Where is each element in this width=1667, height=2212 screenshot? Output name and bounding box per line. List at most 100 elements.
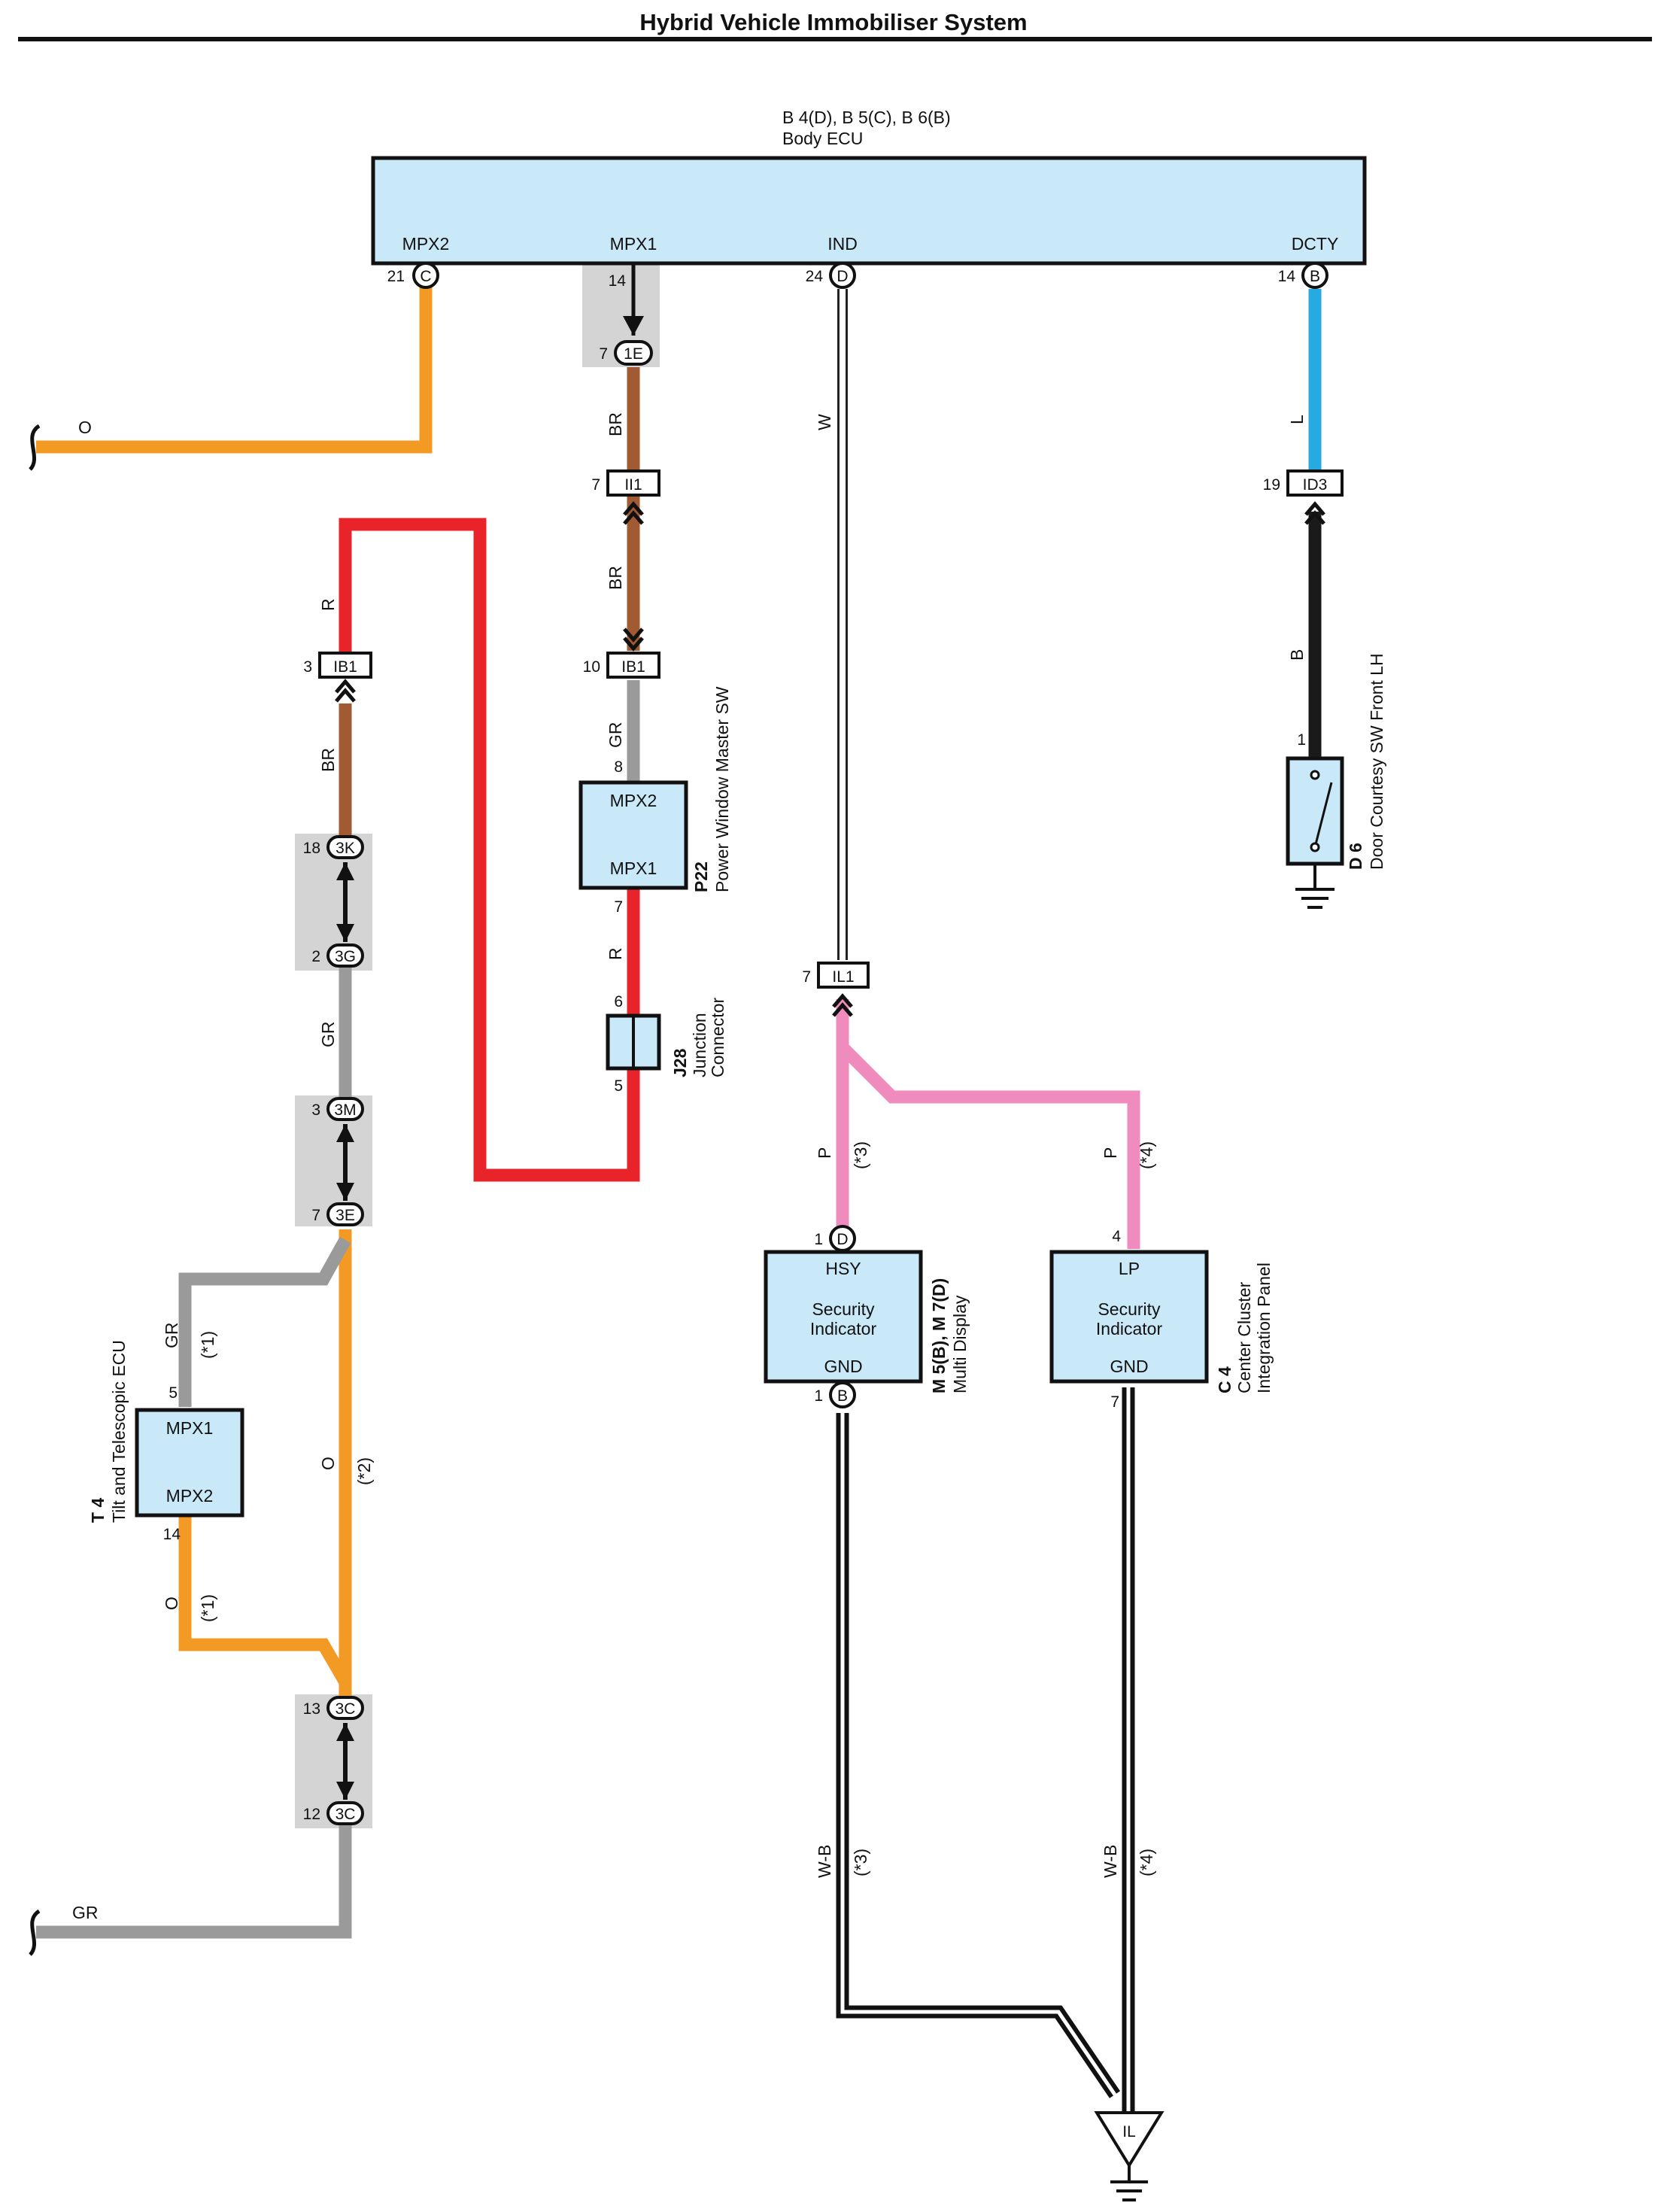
connector-3c-top-pin: 13 [303, 1700, 320, 1718]
wire-label-o-t4-note: (*1) [198, 1594, 217, 1622]
connector-3m-name: 3M [334, 1101, 356, 1119]
wire-label-o-top: O [78, 418, 92, 437]
c4-mid-line1: Security [1098, 1299, 1161, 1319]
wire-label-b: B [1287, 649, 1307, 661]
wire-label-wb-left-note: (*3) [851, 1849, 870, 1876]
d6-switch-blade [1313, 782, 1333, 848]
ecu-pin-ind-conn: D [837, 268, 848, 285]
wire-label-gr-left: GR [318, 1022, 338, 1048]
p22-box [578, 780, 688, 890]
m5-code: M 5(B), M 7(D) [929, 1278, 949, 1393]
id3-chevron-1 [1304, 501, 1325, 516]
connector-3c-top-name: 3C [336, 1700, 356, 1718]
ecu-pin-dcty [1301, 262, 1328, 289]
connector-ii1 [606, 469, 660, 497]
p22-code: P22 [691, 861, 711, 892]
wire-label-l: L [1287, 415, 1307, 424]
ecu-pin-mpx2-num: 21 [387, 268, 405, 285]
ecu-pin-dcty-num: 14 [1278, 268, 1296, 285]
wire-label-o-left-note: (*2) [354, 1457, 374, 1485]
m5-top-pin: 1 [814, 1231, 823, 1248]
ii1-chevron-2 [623, 510, 644, 525]
connector-3c-bot-name: 3C [336, 1806, 356, 1823]
connector-3g [326, 943, 364, 968]
connector-1e [614, 340, 653, 366]
ecu-pin-mpx2-conn: C [420, 268, 431, 285]
m5-bottom-pin-circle [829, 1381, 856, 1408]
c4-box [1049, 1250, 1209, 1384]
3g-arrow-down [336, 924, 354, 942]
j28-name-line2: Connector [708, 998, 727, 1077]
connector-3m [326, 1097, 364, 1121]
wire-gray-bottom [36, 1825, 352, 1939]
connector-ii1-pin: 7 [591, 476, 600, 494]
wire-label-wb-left: W-B [815, 1845, 834, 1878]
body-ecu-mpx1-label: MPX1 [610, 234, 657, 254]
t4-top-label: MPX1 [166, 1418, 214, 1438]
d6-pin: 1 [1297, 731, 1306, 749]
t4-name: Tilt and Telescopic ECU [109, 1340, 129, 1523]
m5-bottom-label: GND [824, 1357, 862, 1376]
connector-3e-pin: 7 [311, 1207, 320, 1224]
wire-orange-t4 [178, 1515, 351, 1686]
connector-il1 [817, 962, 870, 989]
p22-bottom-label: MPX1 [610, 858, 657, 878]
wire-break-bottom [29, 1909, 41, 1956]
wire-wb-left-inner [840, 1413, 1117, 2096]
j28-code: J28 [670, 1048, 690, 1077]
ecu-pin-mpx1-num: 14 [609, 272, 627, 290]
connector-3e [326, 1202, 364, 1226]
3c-arrow-up [336, 1723, 354, 1741]
connector-id3-pin: 19 [1263, 476, 1280, 494]
c4-bottom-label: GND [1110, 1357, 1148, 1376]
c4-name-line2: Integration Panel [1254, 1262, 1274, 1393]
c4-top-pin: 4 [1112, 1228, 1121, 1245]
connector-ii1-name: II1 [624, 476, 642, 494]
j28-name-line1: Junction [690, 1013, 709, 1077]
wire-label-gr-t4-note: (*1) [198, 1331, 217, 1359]
connector-ib1-left [318, 652, 372, 679]
id3-chevron-2 [1304, 510, 1325, 525]
body-ecu-ind-label: IND [827, 234, 858, 254]
j28-top-pin: 6 [614, 993, 623, 1010]
wire-gray-t4 [178, 1236, 351, 1407]
d6-contact-top [1310, 770, 1320, 780]
wire-label-o-left: O [318, 1457, 338, 1470]
body-ecu-name: Body ECU [782, 129, 863, 148]
ib1-left-chevron-2 [335, 688, 356, 703]
wire-wb-left-outer [836, 1413, 1121, 2098]
t4-bottom-label: MPX2 [166, 1486, 214, 1506]
c4-bottom-pin: 7 [1110, 1393, 1119, 1411]
connector-3e-name: 3E [336, 1207, 355, 1224]
j28-bottom-pin: 5 [614, 1077, 623, 1095]
wire-label-p-right-note: (*4) [1137, 1141, 1156, 1169]
3c-arrow-down [336, 1782, 354, 1800]
body-ecu-codes: B 4(D), B 5(C), B 6(B) [782, 108, 951, 127]
wire-label-gr-bottom: GR [72, 1903, 99, 1922]
3k-arrow-up [336, 862, 354, 880]
3m-arrow-up [336, 1124, 354, 1142]
3e-arrow-down [336, 1183, 354, 1201]
connector-ib1-right [606, 652, 660, 679]
wire-label-gr-pw: GR [606, 722, 625, 749]
ib1-left-chevron-1 [335, 679, 356, 694]
ground-il-triangle [1094, 2111, 1164, 2168]
wire-label-br-2: BR [606, 566, 625, 590]
d6-code: D 6 [1346, 843, 1365, 870]
connector-il1-name: IL1 [832, 968, 854, 986]
wire-label-o-t4: O [162, 1597, 181, 1610]
m5-top-conn: D [837, 1231, 848, 1248]
p22-top-label: MPX2 [610, 791, 657, 810]
ii1-chevron-1 [623, 501, 644, 516]
connector-id3 [1286, 469, 1344, 497]
connector-1e-name: 1E [624, 345, 643, 363]
connector-ib1-left-pin: 3 [303, 658, 312, 676]
d6-contact-bottom [1310, 842, 1320, 852]
t4-bottom-pin: 14 [163, 1526, 181, 1543]
t4-box [135, 1408, 244, 1518]
t4-top-pin: 5 [169, 1384, 178, 1402]
d6-name: Door Courtesy SW Front LH [1367, 653, 1386, 870]
connector-3k [326, 835, 364, 859]
wire-label-r-pw: R [606, 947, 625, 960]
